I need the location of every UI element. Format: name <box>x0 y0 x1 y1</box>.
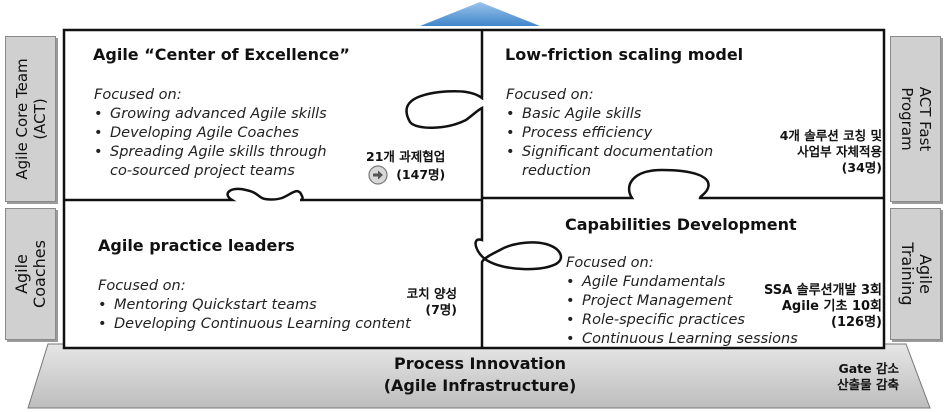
list-item: Growing advanced Agile skills <box>94 105 327 124</box>
note-line: (7명) <box>425 302 457 317</box>
note-solution-coaching: 4개 솔루션 코칭 및 사업부 자체적용 (34명) <box>780 128 882 176</box>
side-panel-agile-core-team: Agile Core Team(ACT) <box>5 36 56 202</box>
note-collaboration: 21개 과제협업 (147명) <box>366 149 445 185</box>
note-line: Agile 기초 10회 <box>781 299 882 314</box>
quadrant-title-low-friction-scaling: Low-friction scaling model <box>505 45 744 64</box>
quadrant-title-practice-leaders: Agile practice leaders <box>98 236 295 255</box>
list-item: Spreading Agile skills through <box>94 143 327 162</box>
focus-label: Focused on: <box>566 255 654 271</box>
focus-list-capabilities-development: Focused on: Agile Fundamentals Project M… <box>566 254 798 349</box>
list-item: Developing Agile Coaches <box>94 124 327 143</box>
note-line: (126명) <box>831 315 882 330</box>
note-line: 21개 과제협업 <box>366 149 446 164</box>
focus-list-center-of-excellence: Focused on: Growing advanced Agile skill… <box>94 86 327 181</box>
focus-list-practice-leaders: Focused on: Mentoring Quickstart teams D… <box>98 277 411 334</box>
arrow-circle-icon <box>368 165 388 185</box>
note-line: 산출물 감축 <box>837 377 899 392</box>
note-line: SSA 솔루션개발 3회 <box>763 283 882 298</box>
list-item: Agile Fundamentals <box>566 273 798 292</box>
base-title-line: (Agile Infrastructure) <box>383 376 577 395</box>
focus-label: Focused on: <box>506 87 594 103</box>
note-ssa-training: SSA 솔루션개발 3회 Agile 기초 10회 (126명) <box>764 283 882 331</box>
note-line: 코치 양성 <box>406 286 457 301</box>
base-note: Gate 감소 산출물 감축 <box>837 361 899 393</box>
note-line: (147명) <box>396 167 446 182</box>
focus-label: Focused on: <box>98 278 186 294</box>
list-item: Continuous Learning sessions <box>566 330 798 349</box>
note-line: Gate 감소 <box>838 361 899 376</box>
quadrant-title-center-of-excellence: Agile “Center of Excellence” <box>93 45 350 64</box>
focus-list-low-friction-scaling: Focused on: Basic Agile skills Process e… <box>506 86 713 181</box>
quadrant-title-capabilities-development: Capabilities Development <box>565 215 797 234</box>
list-item-continuation: co-sourced project teams <box>110 163 295 179</box>
roof-triangle-icon <box>420 2 540 26</box>
list-item: Project Management <box>566 292 798 311</box>
list-item-continuation: reduction <box>522 163 592 179</box>
base-title-line: Process Innovation <box>393 354 567 373</box>
list-item: Developing Continuous Learning content <box>98 315 411 334</box>
list-item: Process efficiency <box>506 124 713 143</box>
note-line: 사업부 자체적용 <box>797 144 882 159</box>
list-item: Significant documentation <box>506 143 713 162</box>
note-coach-training: 코치 양성 (7명) <box>407 286 457 318</box>
list-item: Role-specific practices <box>566 311 798 330</box>
list-item: Mentoring Quickstart teams <box>98 296 411 315</box>
focus-label: Focused on: <box>94 87 182 103</box>
note-line: (34명) <box>841 160 882 175</box>
list-item: Basic Agile skills <box>506 105 713 124</box>
base-title: Process Innovation (Agile Infrastructure… <box>330 353 630 397</box>
note-line: 4개 솔루션 코칭 및 <box>779 128 882 143</box>
